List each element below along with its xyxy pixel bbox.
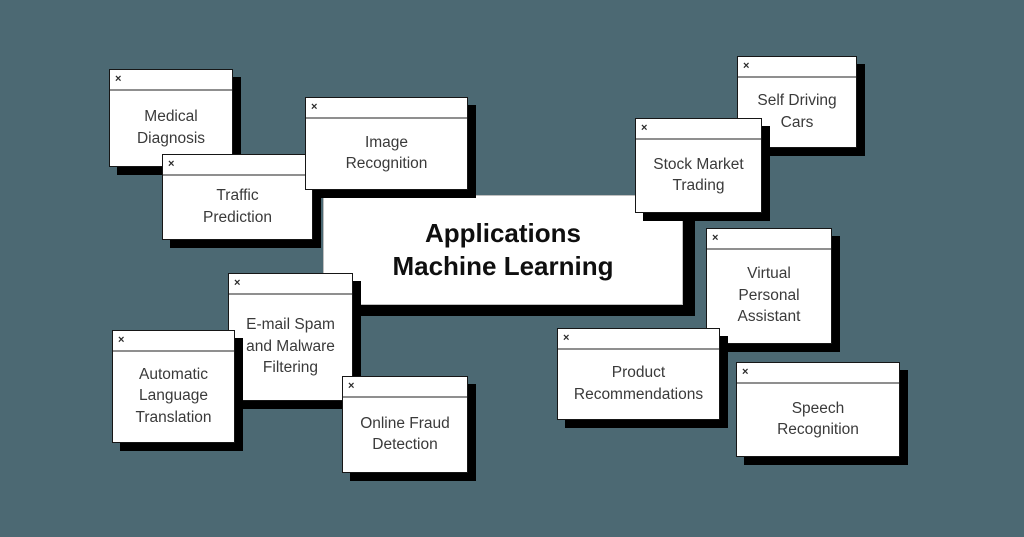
window-email-spam-malware-filtering: × E-mail Spam and Malware Filtering [228, 273, 353, 401]
window-label: Product Recommendations [573, 364, 704, 403]
close-icon[interactable]: × [115, 73, 122, 85]
window-titlebar: × [558, 329, 719, 350]
window-online-fraud-detection: × Online Fraud Detection [342, 376, 468, 473]
window-titlebar: × [163, 155, 312, 176]
window-label: Automatic Language Translation [135, 365, 212, 426]
diagram-title: Applications Machine Learning [392, 218, 614, 281]
window-label: Self Driving Cars [757, 92, 837, 131]
window-stock-market-trading: × Stock Market Trading [635, 118, 762, 213]
window-label: E-mail Spam and Malware Filtering [246, 316, 335, 377]
window-titlebar: × [229, 274, 352, 295]
close-icon[interactable]: × [563, 332, 570, 344]
close-icon[interactable]: × [742, 366, 749, 378]
close-icon[interactable]: × [168, 158, 175, 170]
window-traffic-prediction: × Traffic Prediction [162, 154, 313, 240]
window-titlebar: × [636, 119, 761, 140]
window-titlebar: × [306, 98, 467, 119]
window-label: Speech Recognition [777, 399, 859, 439]
window-label: Online Fraud Detection [360, 414, 450, 454]
close-icon[interactable]: × [743, 60, 750, 72]
close-icon[interactable]: × [712, 232, 719, 244]
window-titlebar: × [737, 363, 899, 384]
close-icon[interactable]: × [641, 122, 648, 134]
close-icon[interactable]: × [118, 334, 125, 346]
window-image-recognition: × Image Recognition [305, 97, 468, 190]
close-icon[interactable]: × [348, 380, 355, 392]
window-product-recommendations: × Product Recommendations [557, 328, 720, 420]
window-titlebar: × [738, 57, 856, 78]
window-titlebar: × [110, 70, 232, 91]
window-label: Medical Diagnosis [136, 108, 206, 147]
window-titlebar: × [343, 377, 467, 398]
center-title-box: Applications Machine Learning [323, 195, 683, 305]
window-label: Stock Market Trading [653, 155, 744, 195]
window-titlebar: × [113, 331, 234, 352]
window-virtual-personal-assistant: × Virtual Personal Assistant [706, 228, 832, 344]
window-speech-recognition: × Speech Recognition [736, 362, 900, 457]
window-label: Virtual Personal Assistant [737, 265, 801, 326]
close-icon[interactable]: × [311, 101, 318, 113]
window-automatic-language-translation: × Automatic Language Translation [112, 330, 235, 443]
window-medical-diagnosis: × Medical Diagnosis [109, 69, 233, 167]
window-titlebar: × [707, 229, 831, 250]
window-label: Image Recognition [345, 133, 428, 173]
window-label: Traffic Prediction [203, 187, 272, 226]
close-icon[interactable]: × [234, 277, 241, 289]
